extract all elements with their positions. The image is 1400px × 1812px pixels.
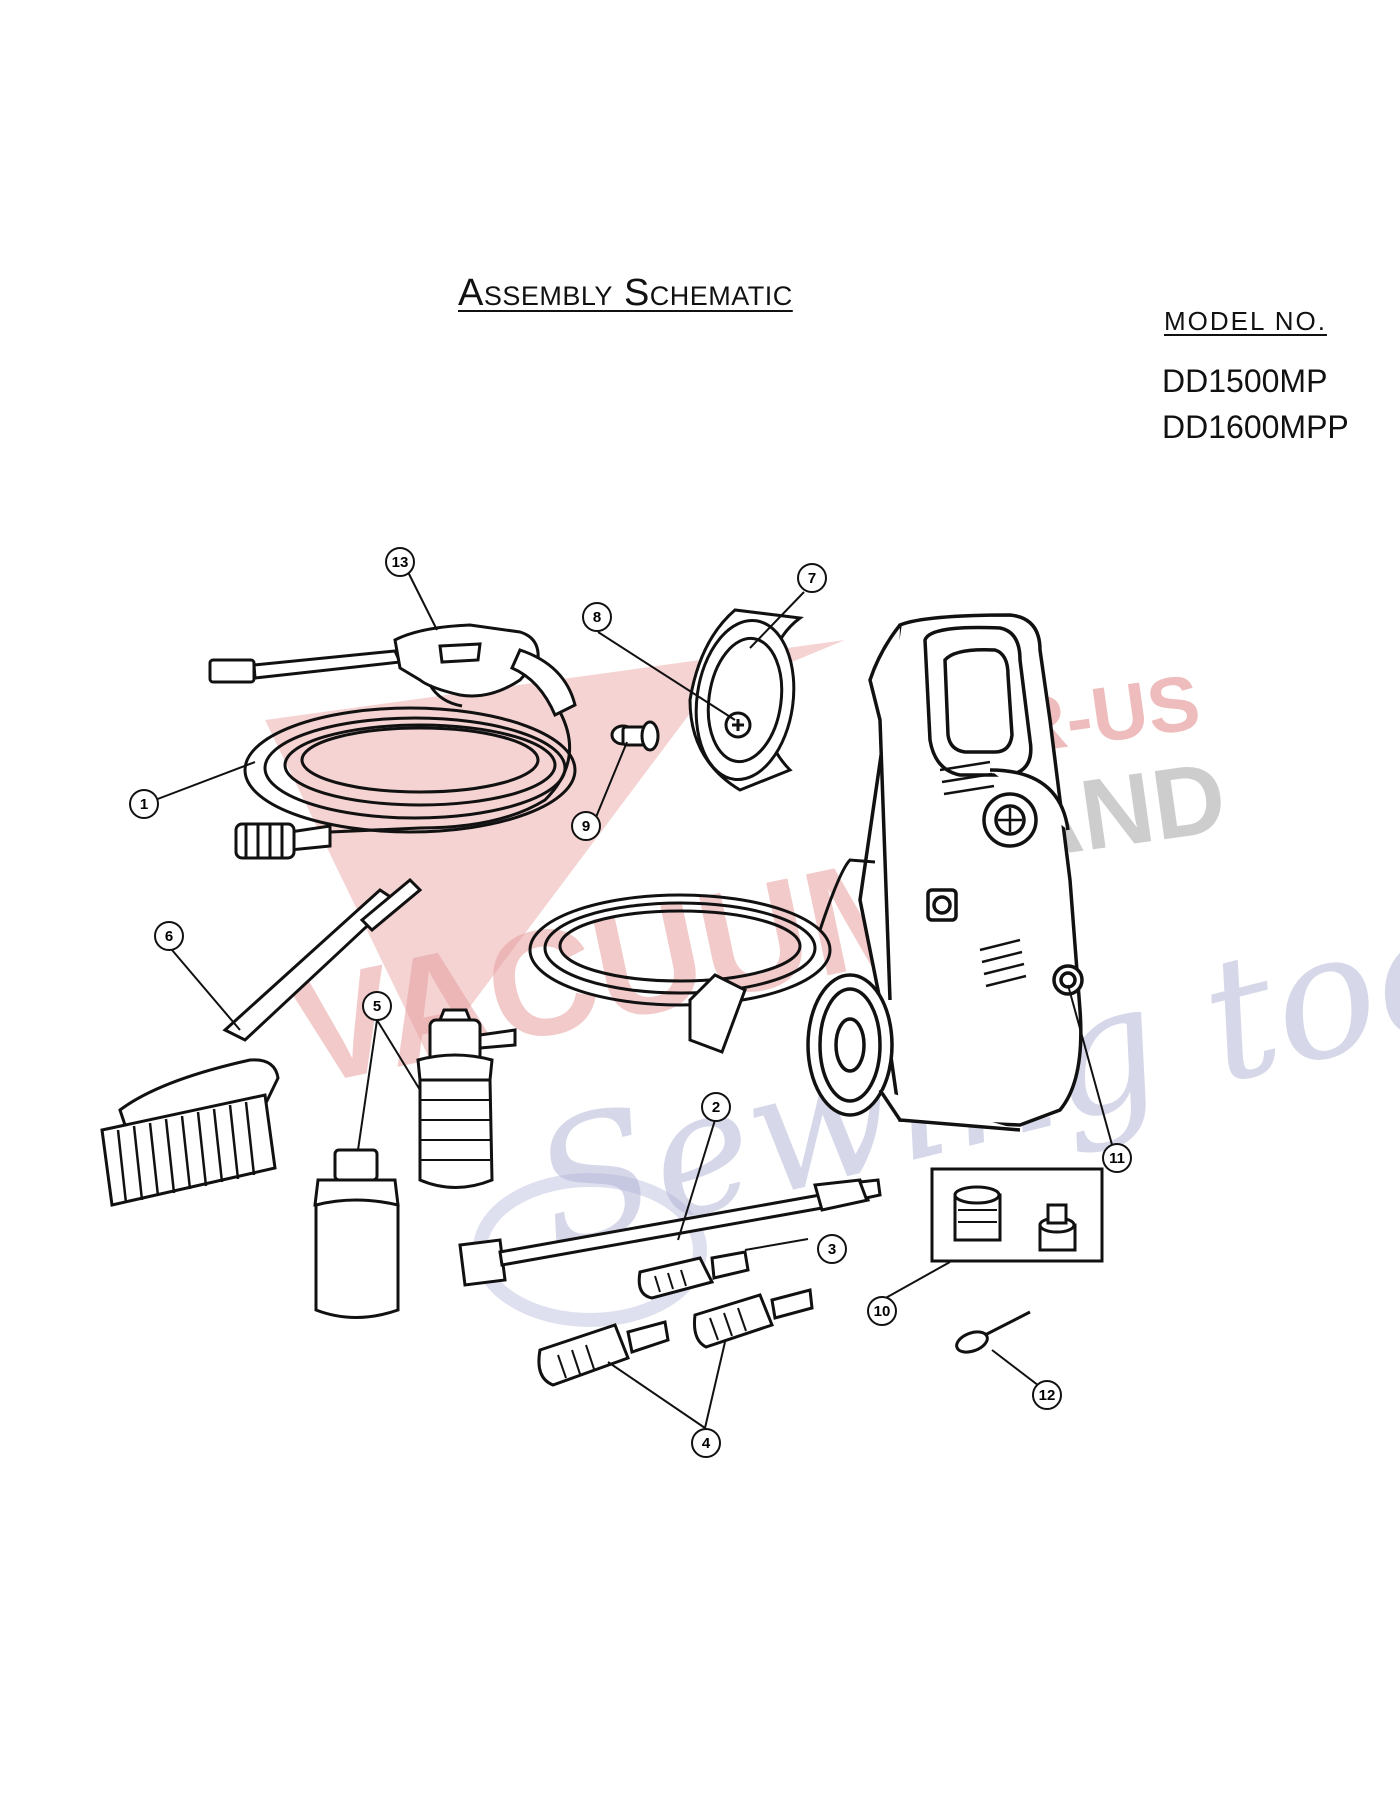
watermark-red-chevron: [265, 640, 845, 1060]
svg-text:6: 6: [165, 928, 173, 945]
spray-lance-icon: [458, 1178, 882, 1287]
svg-text:5: 5: [373, 998, 381, 1015]
wash-brush-icon: [100, 877, 423, 1207]
callout-11: 11: [1102, 1143, 1132, 1173]
callout-1: 1: [129, 789, 159, 819]
callout-8: 8: [582, 602, 612, 632]
nozzle-pair-icon: [537, 1288, 814, 1387]
model-number-label: MODEL NO.: [1164, 306, 1327, 336]
pressure-washer-unit-icon: [806, 613, 1084, 1132]
cord-hook-plate-icon: [688, 608, 804, 792]
page-title: Assembly Schematic: [458, 272, 793, 314]
callout-9: 9: [571, 811, 601, 841]
svg-text:12: 12: [1039, 1387, 1056, 1404]
callout-2: 2: [701, 1092, 731, 1122]
svg-text:11: 11: [1109, 1150, 1125, 1167]
plug-cap-icon: [610, 720, 660, 752]
nozzle-cleaning-pin-icon: [955, 1310, 1031, 1354]
svg-text:10: 10: [874, 1303, 891, 1320]
nozzle-icon: [637, 1250, 750, 1300]
detergent-bottle-icon: [313, 1008, 517, 1319]
quick-connector-set-icon: [930, 1167, 1104, 1263]
svg-text:2: 2: [712, 1099, 720, 1116]
callout-3: 3: [817, 1234, 847, 1264]
callout-13: 13: [385, 547, 415, 577]
svg-text:4: 4: [702, 1435, 711, 1452]
svg-text:1: 1: [140, 796, 148, 813]
callout-7: 7: [797, 563, 827, 593]
svg-text:7: 7: [808, 570, 816, 587]
model-number: DD1600MPP: [1162, 409, 1349, 445]
power-cord-icon: [528, 858, 876, 1054]
callout-12: 12: [1032, 1380, 1062, 1410]
model-list: DD1500MP DD1600MPP: [1162, 358, 1349, 450]
svg-text:13: 13: [392, 554, 409, 571]
callout-10: 10: [867, 1296, 897, 1326]
model-number: DD1500MP: [1162, 363, 1328, 399]
svg-text:8: 8: [593, 609, 601, 626]
svg-text:3: 3: [828, 1241, 836, 1258]
callout-6: 6: [154, 921, 184, 951]
callout-4: 4: [691, 1428, 721, 1458]
spray-gun-icon: [208, 623, 577, 718]
callout-5: 5: [362, 991, 392, 1021]
leader-lines: [154, 559, 1115, 1429]
high-pressure-hose-icon: [234, 706, 577, 860]
svg-text:9: 9: [582, 818, 590, 835]
